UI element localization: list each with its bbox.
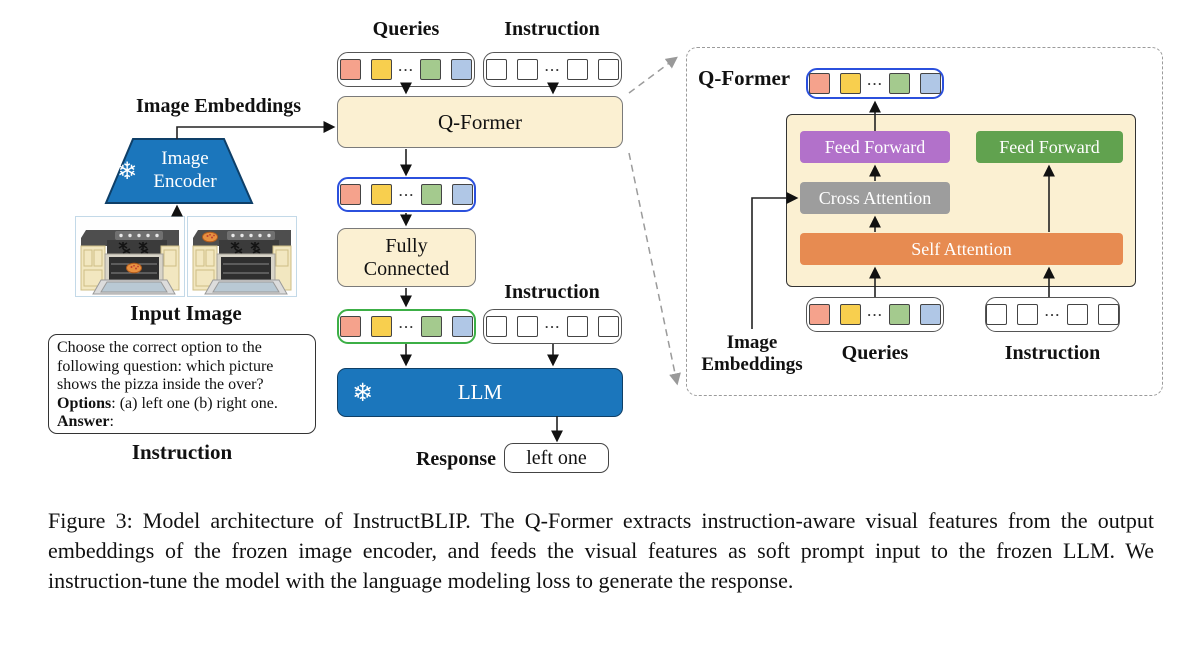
answer-text: : bbox=[109, 413, 114, 431]
token bbox=[920, 304, 941, 325]
detail-output-token-row: ··· bbox=[806, 68, 944, 99]
feed-forward-right-box: Feed Forward bbox=[976, 131, 1123, 163]
token bbox=[340, 316, 362, 337]
token bbox=[808, 73, 830, 94]
token bbox=[566, 316, 588, 337]
prompt-line: Choose the correct option to the bbox=[57, 339, 262, 356]
token bbox=[451, 184, 473, 205]
instruction-top-label: Instruction bbox=[504, 18, 600, 40]
instruction-token-row: ··· bbox=[483, 52, 622, 87]
queries-top-label: Queries bbox=[372, 18, 440, 40]
ellipsis: ··· bbox=[397, 61, 414, 77]
token bbox=[1017, 304, 1039, 325]
ellipsis: ··· bbox=[544, 318, 561, 334]
token bbox=[517, 316, 539, 337]
token bbox=[1097, 304, 1119, 325]
image-encoder-label: Image Encoder bbox=[153, 148, 217, 192]
token bbox=[566, 59, 588, 80]
expansion-dashed-arrows bbox=[628, 56, 681, 386]
detail-image-embeddings-label: Image Embeddings bbox=[701, 332, 803, 375]
token bbox=[486, 59, 508, 80]
llm-label: LLM bbox=[457, 380, 503, 404]
self-attention-box: Self Attention bbox=[800, 233, 1123, 265]
prompt-line: Answer: bbox=[57, 413, 307, 432]
token bbox=[340, 184, 362, 205]
detail-instruction-label: Instruction bbox=[1004, 342, 1101, 364]
token bbox=[597, 316, 619, 337]
response-value-box: left one bbox=[504, 443, 609, 473]
instruction-prompt-box: Choose the correct option to the followi… bbox=[48, 334, 316, 434]
image-embeddings-label: Image Embeddings bbox=[136, 95, 302, 117]
fully-connected-box: Fully Connected bbox=[337, 228, 476, 287]
llm-box: ❄ LLM bbox=[337, 368, 623, 417]
options-label: Options bbox=[57, 394, 112, 412]
ellipsis: ··· bbox=[398, 318, 415, 334]
soft-prompt-token-row: ··· bbox=[337, 309, 476, 344]
token bbox=[420, 59, 441, 80]
figure-caption: Figure 3: Model architecture of Instruct… bbox=[48, 508, 1154, 593]
response-label: Response bbox=[415, 448, 496, 470]
token bbox=[839, 304, 861, 325]
token bbox=[889, 304, 910, 325]
instruction-bottom-label: Instruction bbox=[131, 440, 233, 464]
qformer-detail-panel bbox=[686, 47, 1163, 396]
ellipsis: ··· bbox=[866, 306, 883, 322]
token bbox=[371, 316, 393, 337]
detail-instruction-token-row: ··· bbox=[985, 297, 1120, 332]
token bbox=[370, 59, 392, 80]
input-image-right bbox=[186, 215, 298, 298]
ellipsis: ··· bbox=[398, 186, 415, 202]
token bbox=[451, 316, 473, 337]
token bbox=[597, 59, 619, 80]
token bbox=[420, 316, 442, 337]
token bbox=[339, 59, 361, 80]
snowflake-icon: ❄ bbox=[117, 157, 138, 185]
token bbox=[920, 73, 941, 94]
input-image-left bbox=[74, 215, 186, 298]
token bbox=[517, 59, 539, 80]
options-text: : (a) left one (b) right one. bbox=[111, 394, 278, 412]
prompt-line: shows the pizza inside the over? bbox=[57, 376, 264, 394]
snowflake-icon: ❄ bbox=[352, 378, 373, 407]
token bbox=[451, 59, 472, 80]
ellipsis: ··· bbox=[1044, 306, 1061, 322]
prompt-line: Options: (a) left one (b) right one. bbox=[57, 395, 307, 414]
ellipsis: ··· bbox=[866, 75, 883, 91]
token bbox=[1066, 304, 1088, 325]
token bbox=[889, 73, 910, 94]
token bbox=[808, 304, 830, 325]
qformer-detail-title: Q-Former bbox=[698, 66, 791, 90]
detail-queries-token-row: ··· bbox=[806, 297, 944, 332]
ellipsis: ··· bbox=[544, 61, 561, 77]
token bbox=[486, 316, 508, 337]
instruction-mid-label: Instruction bbox=[504, 281, 600, 303]
answer-label: Answer bbox=[57, 413, 110, 431]
queries-token-row: ··· bbox=[337, 52, 475, 87]
cross-attention-box: Cross Attention bbox=[800, 182, 950, 214]
feed-forward-left-box: Feed Forward bbox=[800, 131, 950, 163]
token bbox=[839, 73, 861, 94]
input-image-label: Input Image bbox=[130, 301, 242, 325]
token bbox=[986, 304, 1008, 325]
instruction-mid-token-row: ··· bbox=[483, 309, 622, 344]
detail-queries-label: Queries bbox=[841, 342, 909, 364]
token bbox=[420, 184, 442, 205]
qformer-box: Q-Former bbox=[337, 96, 623, 148]
prompt-line: following question: which picture bbox=[57, 357, 274, 375]
token bbox=[371, 184, 393, 205]
query-output-token-row: ··· bbox=[337, 177, 476, 212]
